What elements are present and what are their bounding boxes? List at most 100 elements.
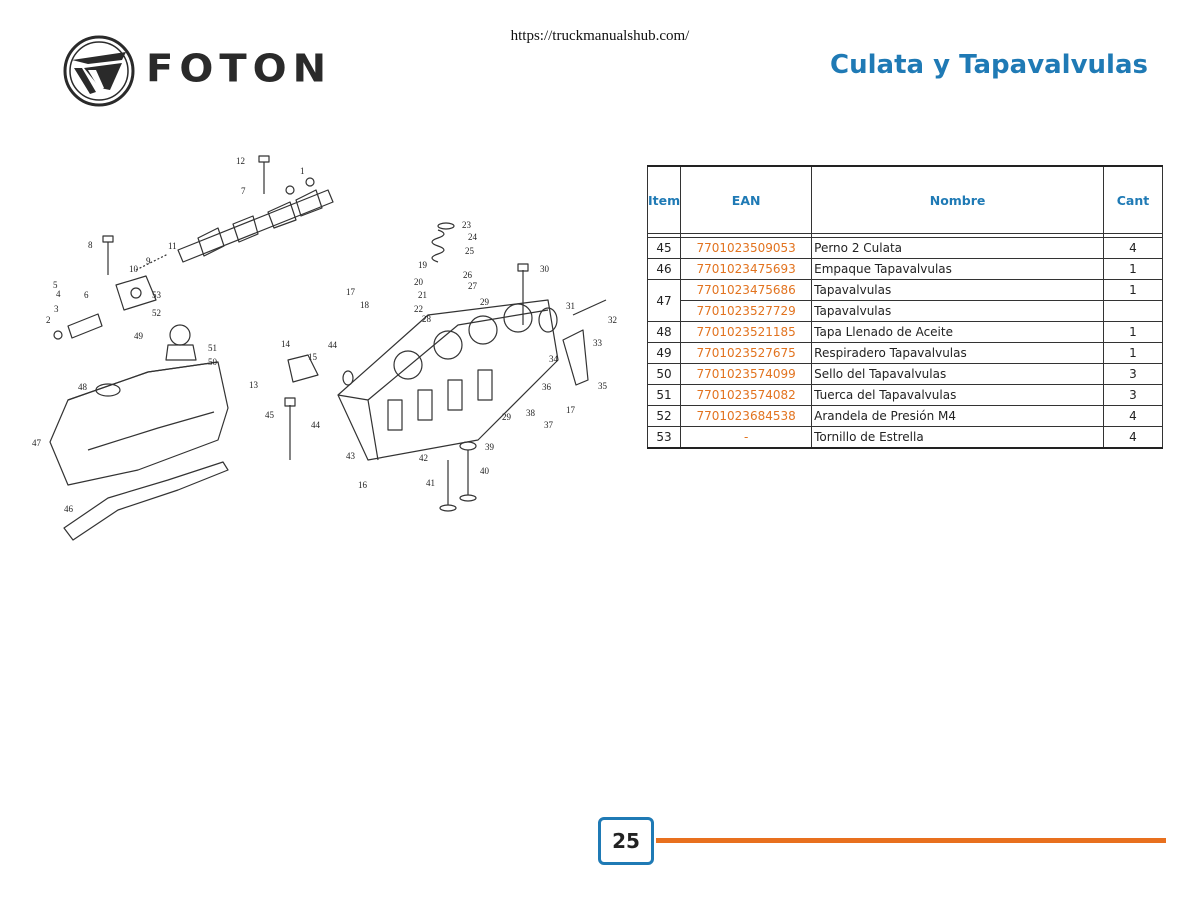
ean-cell: 7701023574099	[680, 363, 813, 385]
item-cell: 48	[646, 321, 682, 343]
table-row: 52 7701023684538 Arandela de Presión M4 …	[646, 405, 1163, 427]
cant-cell: 4	[1103, 237, 1163, 259]
callout-43: 43	[346, 451, 356, 461]
header-ean: EAN	[680, 165, 813, 234]
callout-37: 37	[544, 420, 554, 430]
nombre-cell: Tapavalvulas	[811, 300, 1104, 322]
callout-35: 35	[598, 381, 608, 391]
cant-cell	[1103, 300, 1163, 322]
callout-31: 31	[566, 301, 575, 311]
exploded-parts-diagram: 12 1 7 11 8 9 10 5 4 6 3 2 53 52 49 51 5…	[32, 155, 617, 541]
header-item: Item	[646, 165, 682, 234]
callout-30: 30	[540, 264, 550, 274]
callout-34: 34	[549, 354, 559, 364]
callout-53: 53	[152, 290, 162, 300]
ean-cell: 7701023475693	[680, 258, 813, 280]
nombre-cell: Sello del Tapavalvulas	[811, 363, 1104, 385]
ean-cell: 7701023521185	[680, 321, 813, 343]
callout-2: 2	[46, 315, 51, 325]
cant-cell: 1	[1103, 258, 1163, 280]
callout-32: 32	[608, 315, 617, 325]
callout-14: 14	[281, 339, 291, 349]
callout-21: 21	[418, 290, 427, 300]
cant-cell: 4	[1103, 405, 1163, 427]
callout-11: 11	[168, 241, 177, 251]
callout-4: 4	[56, 289, 61, 299]
callout-40: 40	[480, 466, 490, 476]
callout-41: 41	[426, 478, 435, 488]
callout-22: 22	[414, 304, 423, 314]
cant-cell: 1	[1103, 342, 1163, 364]
ean-cell: 7701023527675	[680, 342, 813, 364]
nombre-cell: Empaque Tapavalvulas	[811, 258, 1104, 280]
callout-51: 51	[208, 343, 217, 353]
cant-cell: 1	[1103, 321, 1163, 343]
callout-26: 26	[463, 270, 473, 280]
nombre-cell: Respiradero Tapavalvulas	[811, 342, 1104, 364]
ean-cell: 7701023475686	[680, 279, 813, 301]
item-cell: 49	[646, 342, 682, 364]
callout-25: 25	[465, 246, 475, 256]
callout-46: 46	[64, 504, 74, 514]
parts-table-header: Item EAN Nombre Cant	[646, 165, 1163, 234]
page-number-badge: 25	[598, 817, 654, 865]
table-row: 48 7701023521185 Tapa Llenado de Aceite …	[646, 321, 1163, 343]
callout-7: 7	[241, 186, 246, 196]
callout-48: 48	[78, 382, 88, 392]
callout-47: 47	[32, 438, 42, 448]
ean-cell: 7701023574082	[680, 384, 813, 406]
callout-29: 29	[480, 297, 490, 307]
table-row: 45 7701023509053 Perno 2 Culata 4	[646, 237, 1163, 259]
item-cell: 53	[646, 426, 682, 449]
nombre-cell: Tornillo de Estrella	[811, 426, 1104, 449]
table-row: 53 - Tornillo de Estrella 4	[646, 426, 1163, 449]
callout-15: 15	[308, 352, 318, 362]
callout-50: 50	[208, 357, 218, 367]
ean-cell: 7701023684538	[680, 405, 813, 427]
callout-18: 18	[360, 300, 370, 310]
item-cell: 45	[646, 237, 682, 259]
table-row: 50 7701023574099 Sello del Tapavalvulas …	[646, 363, 1163, 385]
callout-42: 42	[419, 453, 428, 463]
callout-3: 3	[54, 304, 59, 314]
callout-16: 16	[358, 480, 368, 490]
cant-cell: 3	[1103, 384, 1163, 406]
item-cell: 47	[646, 279, 682, 322]
callout-44: 44	[328, 340, 338, 350]
cant-cell: 4	[1103, 426, 1163, 449]
callout-23: 23	[462, 220, 472, 230]
cant-cell: 1	[1103, 279, 1163, 301]
cant-cell: 3	[1103, 363, 1163, 385]
callout-27: 27	[468, 281, 478, 291]
header-nombre: Nombre	[811, 165, 1104, 234]
table-spacer-row	[646, 233, 1163, 238]
callout-10: 10	[129, 264, 139, 274]
table-row: 49 7701023527675 Respiradero Tapavalvula…	[646, 342, 1163, 364]
callout-6: 6	[84, 290, 89, 300]
callout-44-lower: 44	[311, 420, 321, 430]
foton-emblem-icon	[63, 35, 135, 107]
footer-accent-line	[656, 838, 1166, 843]
callout-28: 28	[422, 314, 432, 324]
callout-39: 39	[485, 442, 495, 452]
nombre-cell: Perno 2 Culata	[811, 237, 1104, 259]
callout-12: 12	[236, 156, 245, 166]
callout-1: 1	[300, 166, 305, 176]
table-row: 46 7701023475693 Empaque Tapavalvulas 1	[646, 258, 1163, 280]
item-cell: 50	[646, 363, 682, 385]
parts-table: Item EAN Nombre Cant 45 7701023509053 Pe…	[646, 165, 1163, 449]
item-cell: 46	[646, 258, 682, 280]
table-row: 7701023527729 Tapavalvulas	[648, 300, 1163, 322]
table-row: 47 7701023475686 Tapavalvulas 1	[646, 279, 1163, 322]
item-cell: 52	[646, 405, 682, 427]
nombre-cell: Tuerca del Tapavalvulas	[811, 384, 1104, 406]
callout-52: 52	[152, 308, 161, 318]
callout-9: 9	[146, 256, 151, 266]
callout-13: 13	[249, 380, 259, 390]
table-row: 51 7701023574082 Tuerca del Tapavalvulas…	[646, 384, 1163, 406]
ean-cell: -	[680, 426, 813, 449]
callout-38: 38	[526, 408, 536, 418]
callout-29-lower: 29	[502, 412, 512, 422]
nombre-cell: Tapavalvulas	[811, 279, 1104, 301]
ean-cell: 7701023509053	[680, 237, 813, 259]
